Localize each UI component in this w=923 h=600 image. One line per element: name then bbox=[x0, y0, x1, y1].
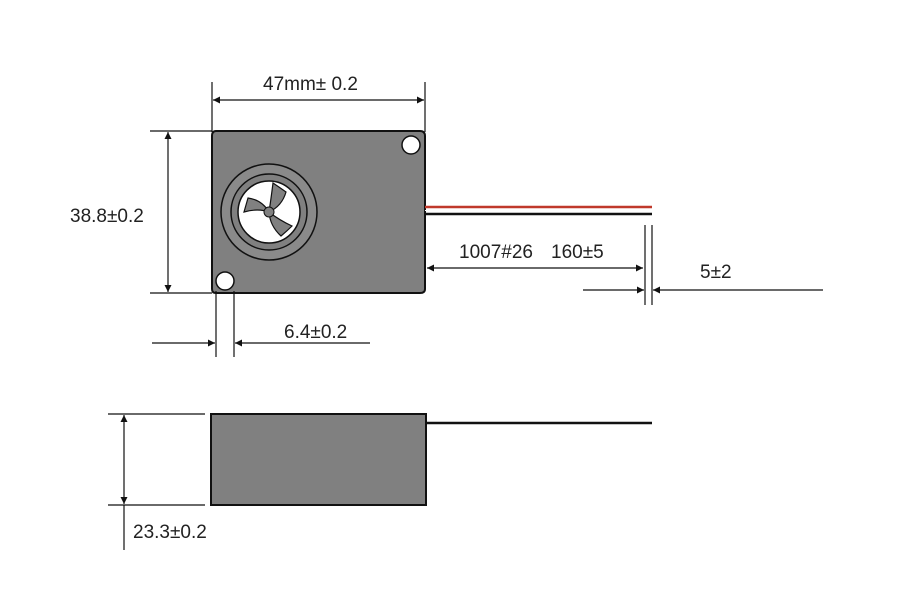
mounting-hole-top-right bbox=[401, 135, 421, 155]
width-label: 47mm± 0.2 bbox=[263, 74, 358, 95]
wire-length-label: 160±5 bbox=[551, 242, 604, 263]
sound-port-icon bbox=[220, 163, 318, 261]
mounting-hole-bottom-left bbox=[215, 271, 235, 291]
height-label: 38.8±0.2 bbox=[70, 206, 144, 227]
top-view: 47mm± 0.2 38.8±0.2 1007#26 160±5 5±2 6.4… bbox=[70, 74, 823, 357]
side-view: 23.3±0.2 bbox=[108, 413, 652, 550]
hole-offset-label: 6.4±0.2 bbox=[284, 322, 347, 343]
wire-spec-label: 1007#26 bbox=[459, 242, 533, 263]
buzzer-body-side bbox=[210, 413, 427, 506]
depth-label: 23.3±0.2 bbox=[133, 522, 207, 543]
wire-strip-label: 5±2 bbox=[700, 262, 732, 283]
